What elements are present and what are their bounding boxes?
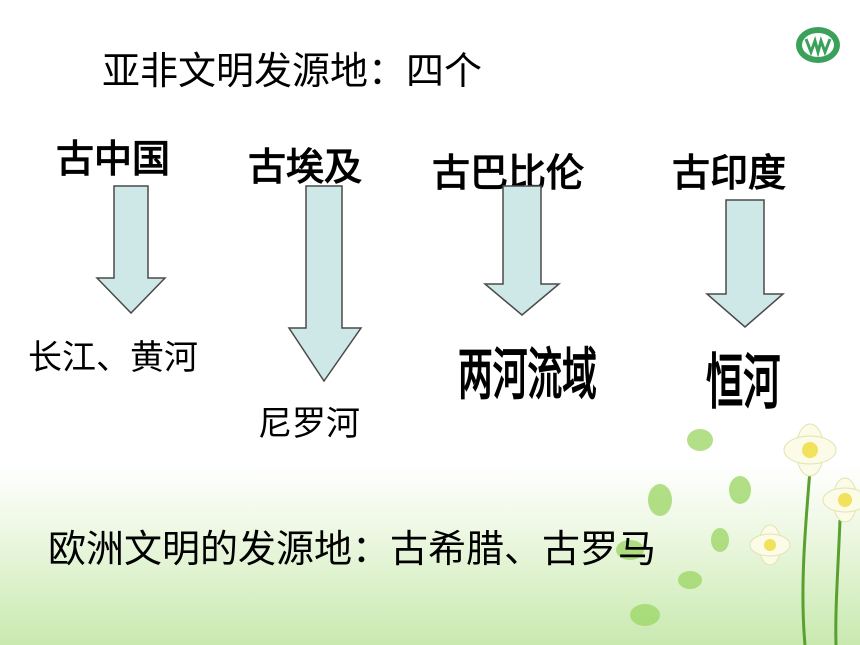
river-label-china: 长江、黄河	[28, 338, 198, 378]
river-label-india: 恒河	[706, 348, 781, 418]
arrow-down-icon	[287, 185, 363, 383]
river-label-babylon: 两河流域	[458, 343, 597, 408]
flower-decoration	[616, 423, 860, 645]
arrow-down-icon	[704, 199, 786, 328]
arrow-down-icon	[95, 185, 167, 315]
footer-text: 欧洲文明的发源地：古希腊、古罗马	[48, 527, 657, 571]
logo-icon	[796, 27, 840, 63]
arrow-down-icon	[482, 185, 562, 316]
river-label-egypt: 尼罗河	[258, 404, 360, 444]
page-title: 亚非文明发源地：四个	[102, 49, 483, 93]
civ-label-china: 古中国	[56, 137, 171, 181]
civ-label-egypt: 古埃及	[248, 145, 363, 189]
civ-label-india: 古印度	[672, 151, 787, 195]
